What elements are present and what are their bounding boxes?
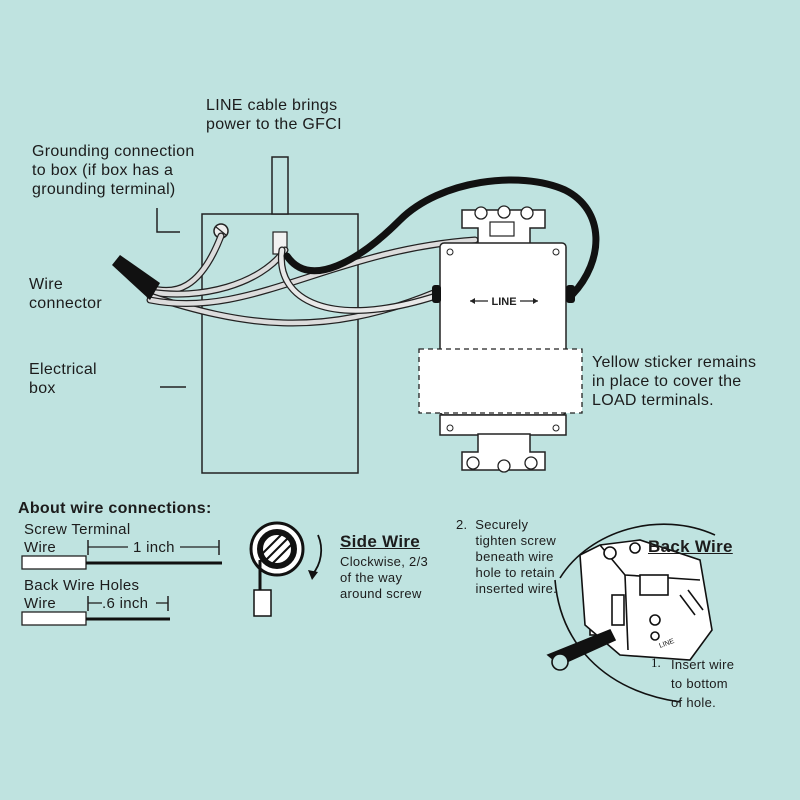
back-wire-illustration (546, 523, 716, 703)
wire-connections-heading: About wire connections: (18, 500, 212, 517)
step1-number: 1. (651, 655, 661, 670)
wire-bundle (146, 232, 479, 327)
grounding-leader (156, 208, 180, 233)
line-marking: LINE (491, 296, 516, 308)
screw-length-label: 1 inch (133, 539, 175, 556)
side-wire-title: Side Wire (340, 532, 421, 551)
back-wire-gauge (21, 596, 170, 626)
side-wire-text: Clockwise, 2/3 of the way around screw (340, 554, 429, 601)
back-wire-step1: Insert wire to bottom of hole. (671, 657, 735, 710)
screw-terminal-label: Screw Terminal (24, 521, 131, 538)
wire-connector-label: Wire connector (29, 276, 102, 312)
back-wire-label: Wire (24, 595, 57, 612)
screw-wire-label: Wire (24, 539, 57, 556)
electrical-box-label: Electrical box (29, 361, 97, 397)
back-wire-holes-label: Back Wire Holes (24, 577, 140, 594)
yellow-sticker (418, 348, 583, 414)
grounding-label: Grounding connection to box (if box has … (32, 143, 195, 198)
back-wire-title: Back Wire (648, 537, 733, 556)
screw-terminal-gauge (21, 540, 222, 570)
wire-connector (112, 255, 160, 300)
yellow-sticker-label: Yellow sticker remains in place to cover… (592, 354, 757, 409)
back-wire-step2: 2. Securely tighten screw beneath wire h… (456, 517, 558, 596)
side-wire-screw-icon (249, 521, 323, 617)
line-cable (271, 156, 289, 215)
back-length-label: .6 inch (102, 595, 149, 612)
line-cable-label: LINE cable brings power to the GFCI (206, 97, 342, 133)
black-wire (283, 176, 600, 299)
gfci-receptacle: LINE (432, 205, 575, 473)
